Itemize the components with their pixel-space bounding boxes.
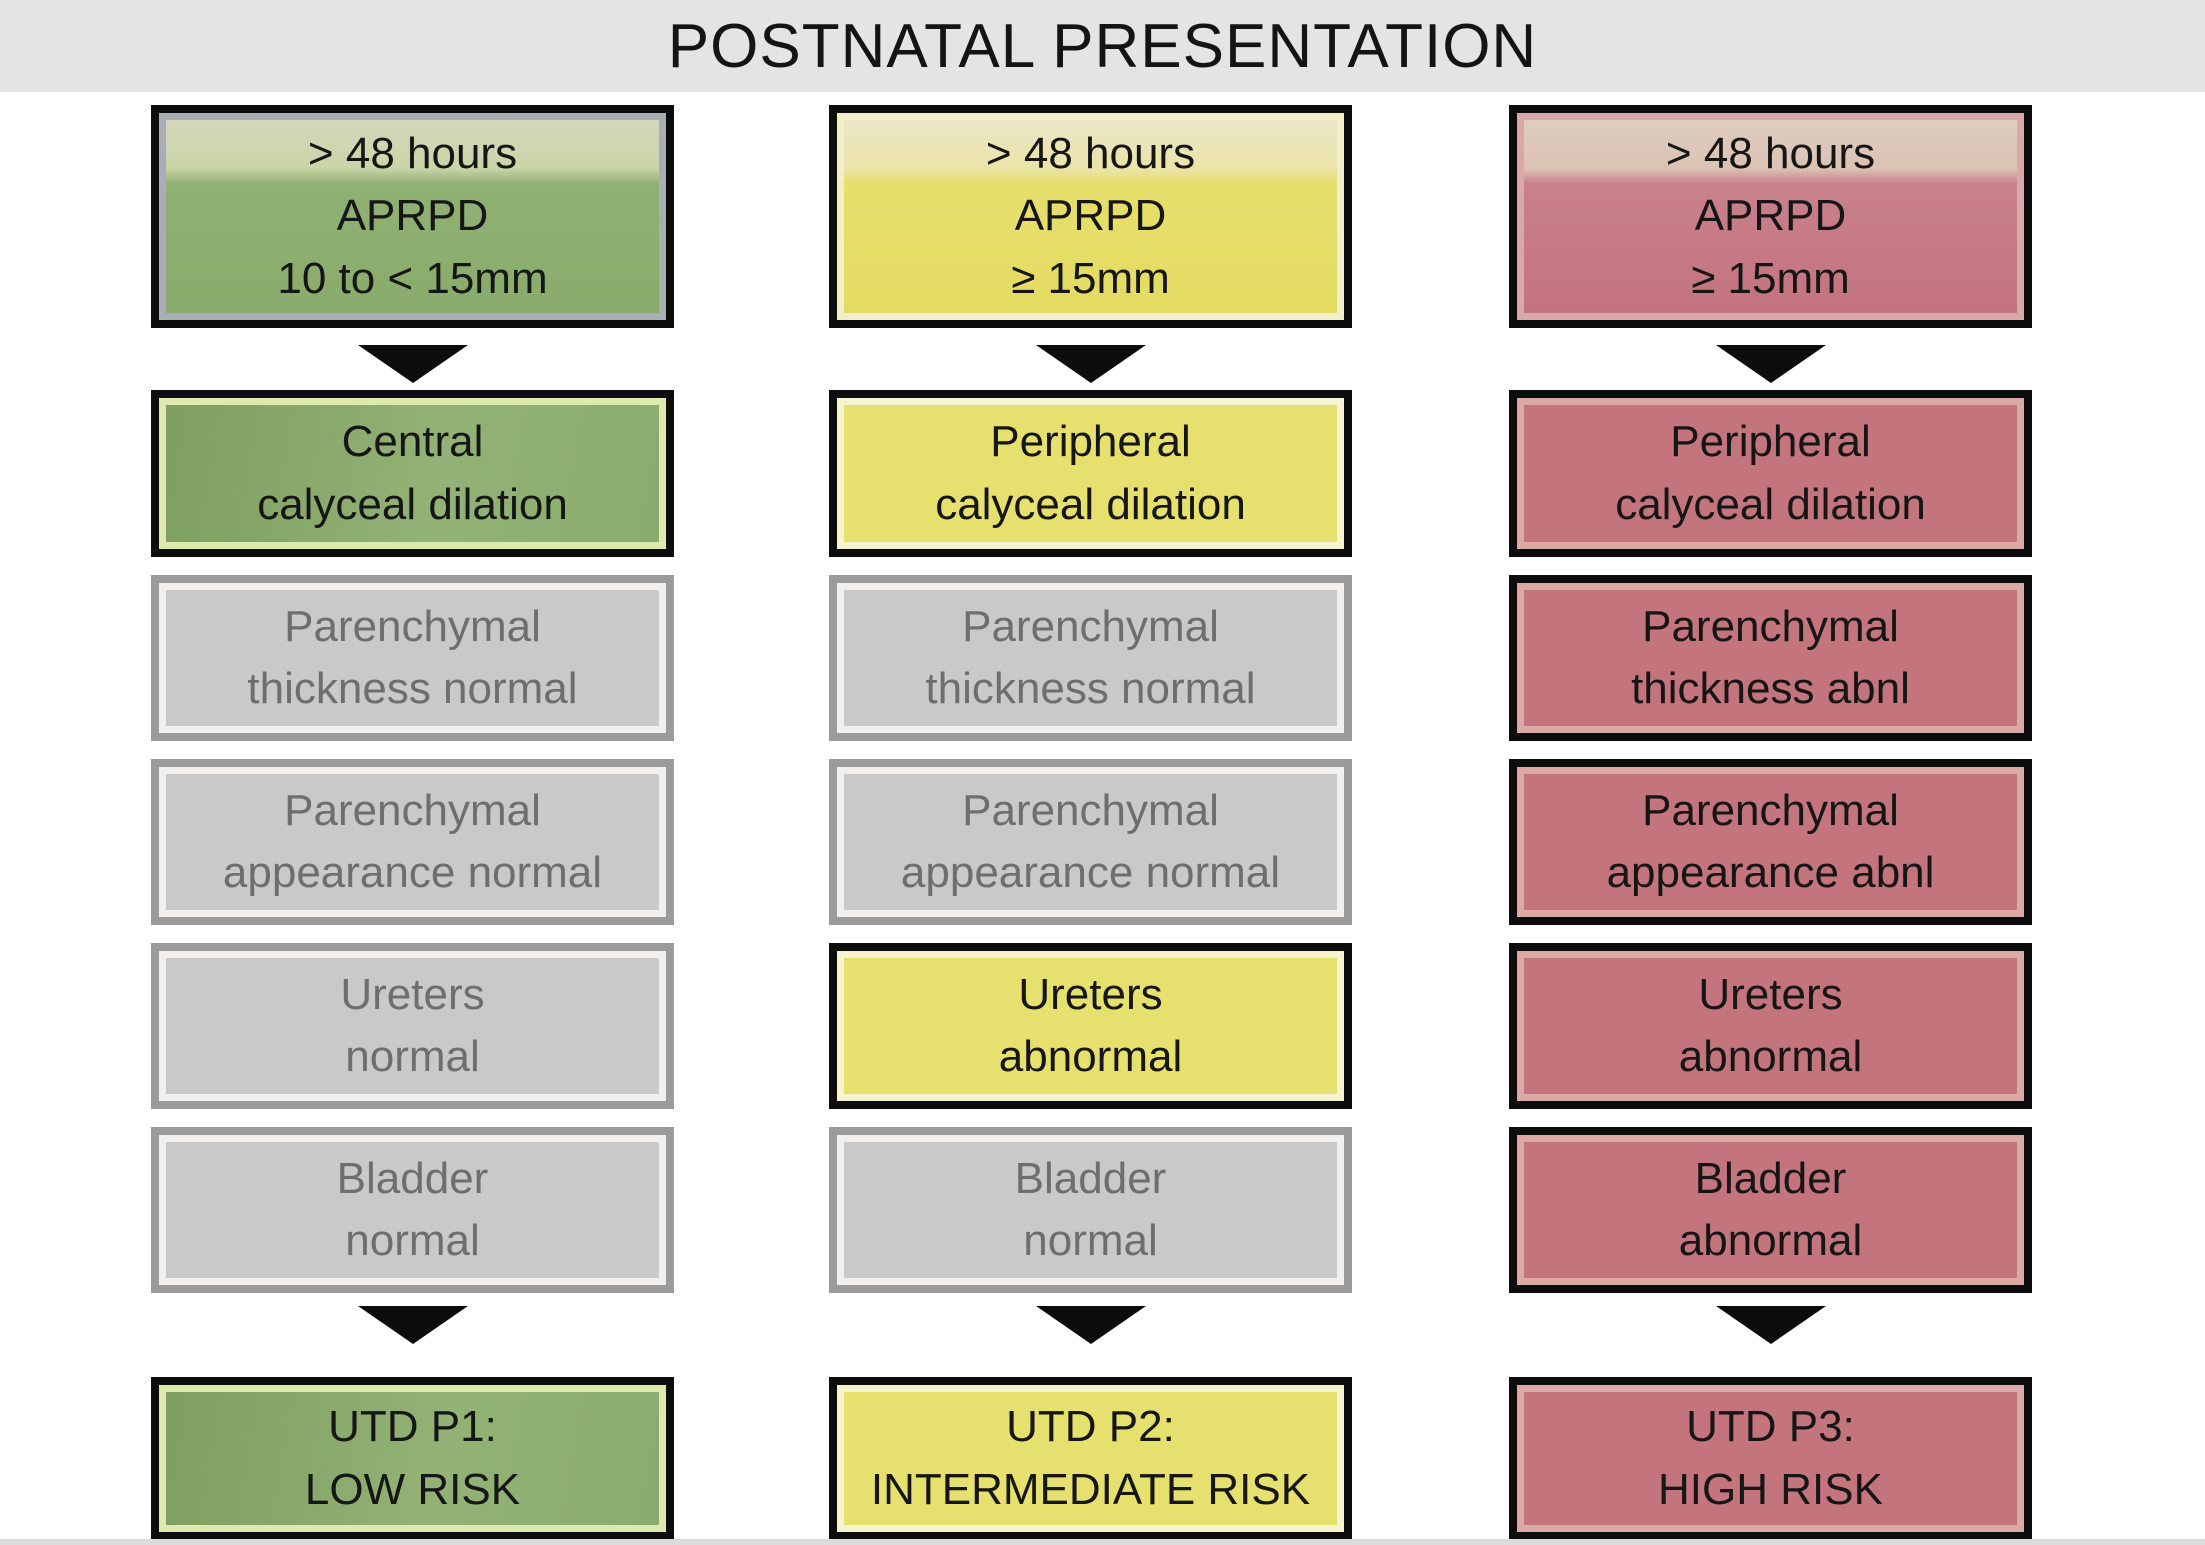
box-line: > 48 hours [1665, 128, 1876, 178]
box-fill: Parenchymal thickness normal [844, 590, 1337, 726]
down-arrow-icon [357, 345, 468, 383]
box-line: INTERMEDIATE RISK [870, 1464, 1311, 1514]
box-line: abnormal [1678, 1032, 1863, 1081]
box-line: 10 to < 15mm [277, 253, 548, 303]
box-utd-p3-high-risk: UTD P3: HIGH RISK [1509, 1377, 2032, 1540]
box-fill: Parenchymal thickness normal [166, 590, 659, 726]
box-fill: > 48 hours APRPD 10 to < 15mm [166, 120, 659, 313]
box-parenchymal-thickness-abnl: Parenchymal thickness abnl [1509, 575, 2032, 741]
box-line: thickness normal [925, 664, 1256, 713]
page-title: POSTNATAL PRESENTATION [667, 11, 1538, 81]
box-parenchymal-appearance-normal: Parenchymal appearance normal [829, 759, 1352, 925]
box-line: Bladder [1694, 1153, 1847, 1203]
box-fill: UTD P1: LOW RISK [166, 1392, 659, 1525]
box-fill: Central calyceal dilation [166, 405, 659, 542]
box-line: Parenchymal [284, 785, 541, 835]
box-line: calyceal dilation [935, 479, 1246, 529]
box-utd-p1-low-risk: UTD P1: LOW RISK [151, 1377, 674, 1540]
box-fill: Parenchymal thickness abnl [1524, 590, 2017, 726]
box-line: Central [341, 417, 484, 467]
box-fill: Bladder normal [844, 1142, 1337, 1278]
box-line: > 48 hours [985, 128, 1196, 178]
box-line: Parenchymal [962, 601, 1219, 651]
box-parenchymal-appearance-normal: Parenchymal appearance normal [151, 759, 674, 925]
box-line: appearance abnl [1606, 848, 1935, 897]
box-line: LOW RISK [304, 1464, 521, 1514]
box-bladder-normal: Bladder normal [829, 1127, 1352, 1293]
box-aprpd-ge-15mm: > 48 hours APRPD ≥ 15mm [829, 105, 1352, 328]
box-line: normal [345, 1032, 480, 1081]
box-fill: > 48 hours APRPD ≥ 15mm [1524, 120, 2017, 313]
box-line: ≥ 15mm [1011, 253, 1170, 303]
column-intermediate-risk: > 48 hours APRPD ≥ 15mm Peripheral calyc… [829, 0, 1352, 1545]
box-aprpd-ge-15mm: > 48 hours APRPD ≥ 15mm [1509, 105, 2032, 328]
box-line: thickness abnl [1631, 664, 1910, 713]
down-arrow-icon [1715, 345, 1826, 383]
box-bladder-normal: Bladder normal [151, 1127, 674, 1293]
column-low-risk: > 48 hours APRPD 10 to < 15mm Central ca… [151, 0, 674, 1545]
box-line: UTD P2: [1006, 1402, 1175, 1452]
box-fill: Parenchymal appearance normal [166, 774, 659, 910]
bottom-strip [0, 1539, 2205, 1545]
box-line: appearance normal [222, 848, 603, 897]
box-fill: Ureters normal [166, 958, 659, 1094]
box-ureters-normal: Ureters normal [151, 943, 674, 1109]
box-fill: Parenchymal appearance abnl [1524, 774, 2017, 910]
box-fill: UTD P3: HIGH RISK [1524, 1392, 2017, 1525]
box-line: Peripheral [1670, 417, 1871, 467]
box-line: Bladder [336, 1153, 489, 1203]
box-line: Peripheral [990, 417, 1191, 467]
box-line: Parenchymal [962, 785, 1219, 835]
box-line: normal [1023, 1216, 1158, 1265]
box-line: thickness normal [247, 664, 578, 713]
box-utd-p2-intermediate-risk: UTD P2: INTERMEDIATE RISK [829, 1377, 1352, 1540]
down-arrow-icon [1035, 345, 1146, 383]
title-band: POSTNATAL PRESENTATION [0, 0, 2205, 92]
box-line: Parenchymal [1642, 785, 1899, 835]
box-line: UTD P1: [328, 1402, 497, 1452]
box-fill: Parenchymal appearance normal [844, 774, 1337, 910]
down-arrow-icon [357, 1306, 468, 1344]
box-line: Ureters [1018, 969, 1163, 1019]
box-line: calyceal dilation [1615, 479, 1926, 529]
down-arrow-icon [1715, 1306, 1826, 1344]
box-fill: UTD P2: INTERMEDIATE RISK [844, 1392, 1337, 1525]
box-parenchymal-appearance-abnl: Parenchymal appearance abnl [1509, 759, 2032, 925]
box-line: > 48 hours [307, 128, 518, 178]
box-fill: Bladder abnormal [1524, 1142, 2017, 1278]
down-arrow-icon [1035, 1306, 1146, 1344]
box-fill: Bladder normal [166, 1142, 659, 1278]
box-line: normal [345, 1216, 480, 1265]
box-line: Parenchymal [1642, 601, 1899, 651]
box-line: Ureters [340, 969, 485, 1019]
box-fill: Ureters abnormal [1524, 958, 2017, 1094]
box-line: Ureters [1698, 969, 1843, 1019]
box-bladder-abnormal: Bladder abnormal [1509, 1127, 2032, 1293]
box-line: ≥ 15mm [1691, 253, 1850, 303]
box-fill: > 48 hours APRPD ≥ 15mm [844, 120, 1337, 313]
box-peripheral-calyceal-dilation: Peripheral calyceal dilation [829, 390, 1352, 557]
box-fill: Peripheral calyceal dilation [1524, 405, 2017, 542]
box-line: UTD P3: [1686, 1402, 1855, 1452]
box-peripheral-calyceal-dilation: Peripheral calyceal dilation [1509, 390, 2032, 557]
box-line: APRPD [1014, 191, 1167, 241]
box-line: APRPD [1694, 191, 1847, 241]
box-line: abnormal [998, 1032, 1183, 1081]
box-central-calyceal-dilation: Central calyceal dilation [151, 390, 674, 557]
box-line: APRPD [336, 191, 489, 241]
box-line: HIGH RISK [1658, 1464, 1883, 1514]
column-high-risk: > 48 hours APRPD ≥ 15mm Peripheral calyc… [1509, 0, 2032, 1545]
box-parenchymal-thickness-normal: Parenchymal thickness normal [829, 575, 1352, 741]
box-ureters-abnormal: Ureters abnormal [1509, 943, 2032, 1109]
box-fill: Peripheral calyceal dilation [844, 405, 1337, 542]
box-aprpd-10-to-15mm: > 48 hours APRPD 10 to < 15mm [151, 105, 674, 328]
box-ureters-abnormal: Ureters abnormal [829, 943, 1352, 1109]
box-fill: Ureters abnormal [844, 958, 1337, 1094]
box-line: calyceal dilation [257, 479, 568, 529]
box-line: Parenchymal [284, 601, 541, 651]
box-line: Bladder [1014, 1153, 1167, 1203]
box-line: appearance normal [900, 848, 1281, 897]
box-line: abnormal [1678, 1216, 1863, 1265]
box-parenchymal-thickness-normal: Parenchymal thickness normal [151, 575, 674, 741]
